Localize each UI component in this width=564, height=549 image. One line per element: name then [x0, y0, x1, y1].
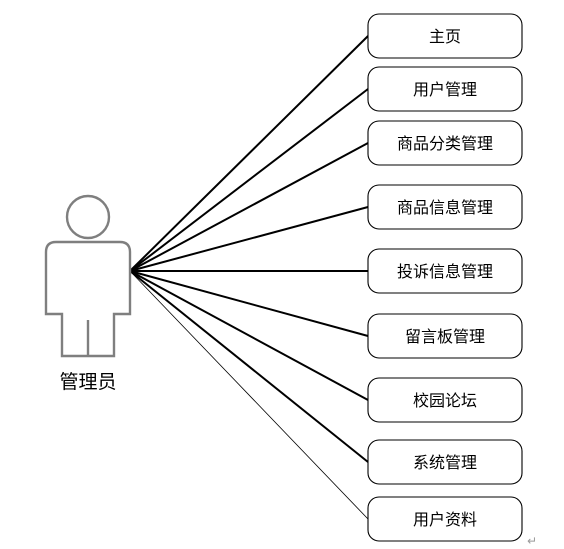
use-case-box [367, 66, 523, 112]
use-case-item: 投诉信息管理 [367, 248, 523, 294]
use-case-item: 用户资料 [367, 496, 523, 542]
actor-label: 管理员 [59, 371, 116, 393]
connector-line [129, 142, 369, 272]
actor-head [65, 194, 111, 240]
use-case-label: 校园论坛 [413, 391, 477, 410]
use-case-label: 主页 [429, 27, 461, 46]
use-case-box [367, 439, 523, 485]
use-case-item: 留言板管理 [367, 313, 523, 359]
use-case-label: 投诉信息管理 [397, 262, 493, 281]
use-case-list: 主页用户管理商品分类管理商品信息管理投诉信息管理留言板管理校园论坛系统管理用户资… [367, 13, 523, 542]
use-case-label: 留言板管理 [405, 327, 485, 346]
paragraph-mark: ↵ [527, 534, 537, 548]
use-case-box [367, 13, 523, 59]
use-case-box [367, 377, 523, 423]
actor-body [44, 240, 132, 358]
actor-figure: 管理员 [44, 194, 132, 393]
use-case-box [367, 496, 523, 542]
connector-line [129, 270, 369, 463]
connector-line [129, 270, 369, 520]
use-case-label: 系统管理 [413, 453, 477, 472]
use-case-label: 用户管理 [413, 80, 477, 99]
use-case-box [367, 184, 523, 230]
use-case-item: 用户管理 [367, 66, 523, 112]
connector-line [129, 35, 369, 272]
use-case-item: 商品信息管理 [367, 184, 523, 230]
connector-line [129, 270, 369, 401]
use-case-label: 商品分类管理 [397, 134, 493, 153]
use-case-item: 系统管理 [367, 439, 523, 485]
use-case-box [367, 248, 523, 294]
use-case-label: 商品信息管理 [397, 198, 493, 217]
use-case-label: 用户资料 [413, 510, 477, 529]
connector-line [129, 88, 369, 272]
use-case-item: 商品分类管理 [367, 120, 523, 166]
use-case-item: 主页 [367, 13, 523, 59]
use-case-box [367, 313, 523, 359]
person-icon [44, 194, 132, 358]
connector-lines [129, 35, 369, 520]
connector-line [129, 206, 369, 272]
connector-line [129, 270, 369, 337]
use-case-box [367, 120, 523, 166]
use-case-item: 校园论坛 [367, 377, 523, 423]
